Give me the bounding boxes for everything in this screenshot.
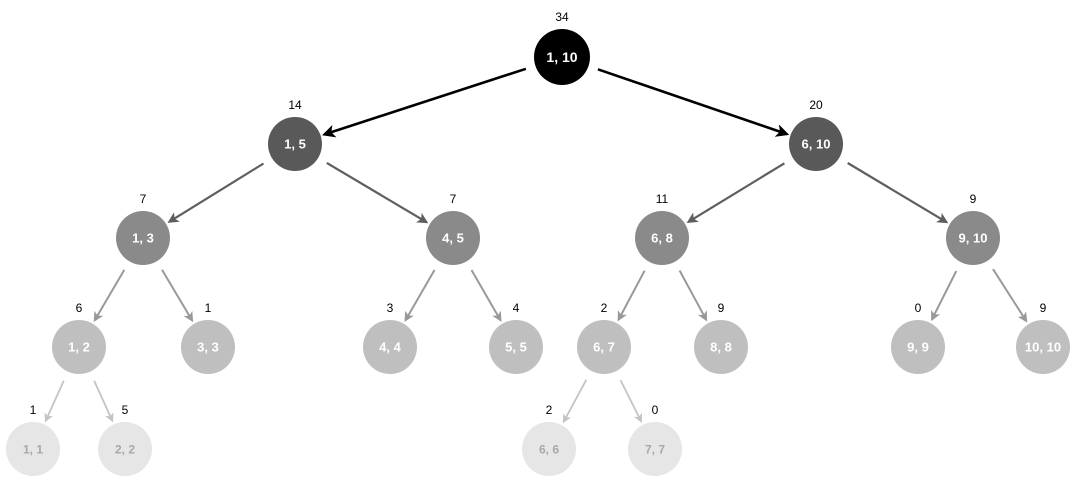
node-sum-label: 0 bbox=[915, 301, 922, 315]
node-range-label: 9, 9 bbox=[907, 340, 929, 355]
node-circle bbox=[268, 117, 322, 171]
edge-n9_10-to-n9_9 bbox=[931, 270, 958, 322]
node-sum-label: 11 bbox=[656, 192, 669, 206]
node-range-label: 6, 8 bbox=[651, 231, 673, 246]
node-range-label: 1, 3 bbox=[132, 231, 154, 246]
edge-n1_10-to-n6_10 bbox=[597, 68, 790, 137]
node-range-label: 4, 5 bbox=[442, 231, 464, 246]
tree-node-n4_4: 4, 4 3 bbox=[363, 301, 417, 374]
tree-node-n3_3: 3, 3 1 bbox=[181, 301, 235, 374]
tree-node-n6_6: 6, 6 2 bbox=[522, 403, 576, 476]
node-circle bbox=[635, 211, 689, 265]
node-range-label: 4, 4 bbox=[379, 340, 401, 355]
edge-n1_2-to-n1_1 bbox=[44, 380, 65, 423]
tree-node-n2_2: 2, 2 5 bbox=[98, 403, 152, 476]
node-sum-label: 7 bbox=[450, 192, 457, 206]
tree-node-n1_10: 1, 10 34 bbox=[534, 10, 590, 85]
node-circle bbox=[98, 422, 152, 476]
tree-node-n8_8: 8, 8 9 bbox=[694, 301, 748, 374]
node-range-label: 6, 7 bbox=[593, 340, 615, 355]
node-circle bbox=[946, 211, 1000, 265]
node-sum-label: 3 bbox=[387, 301, 394, 315]
node-sum-label: 20 bbox=[809, 98, 823, 112]
node-range-label: 8, 8 bbox=[710, 340, 732, 355]
node-sum-label: 4 bbox=[513, 301, 520, 315]
node-range-label: 1, 2 bbox=[68, 340, 90, 355]
tree-node-n6_8: 6, 8 11 bbox=[635, 192, 689, 265]
tree-node-n9_10: 9, 10 9 bbox=[946, 192, 1000, 265]
tree-node-n1_2: 1, 2 6 bbox=[52, 301, 106, 374]
node-circle bbox=[891, 320, 945, 374]
tree-node-n10_10: 10, 10 9 bbox=[1016, 301, 1070, 374]
node-circle bbox=[577, 320, 631, 374]
tree-node-n7_7: 7, 7 0 bbox=[628, 403, 682, 476]
node-range-label: 5, 5 bbox=[505, 340, 527, 355]
node-sum-label: 9 bbox=[718, 301, 725, 315]
tree-node-n6_7: 6, 7 2 bbox=[577, 301, 631, 374]
node-range-label: 1, 10 bbox=[546, 49, 577, 65]
edge-n6_10-to-n9_10 bbox=[847, 162, 949, 224]
edge-n6_8-to-n6_7 bbox=[617, 270, 646, 322]
node-sum-label: 2 bbox=[546, 403, 553, 417]
edge-n6_7-to-n7_7 bbox=[619, 379, 642, 423]
tree-node-n9_9: 9, 9 0 bbox=[891, 301, 945, 374]
node-circle bbox=[116, 211, 170, 265]
node-circle bbox=[789, 117, 843, 171]
node-circle bbox=[694, 320, 748, 374]
node-circle bbox=[181, 320, 235, 374]
tree-node-n1_1: 1, 1 1 bbox=[6, 403, 60, 476]
node-sum-label: 0 bbox=[652, 403, 659, 417]
tree-node-n6_10: 6, 10 20 bbox=[789, 98, 843, 171]
edge-n1_10-to-n1_5 bbox=[322, 67, 527, 138]
edge-n4_5-to-n4_4 bbox=[404, 269, 436, 322]
edge-n1_5-to-n1_3 bbox=[167, 162, 265, 223]
node-circle bbox=[522, 422, 576, 476]
node-circle bbox=[426, 211, 480, 265]
node-sum-label: 2 bbox=[601, 301, 608, 315]
node-range-label: 6, 6 bbox=[539, 442, 559, 456]
node-circle bbox=[6, 422, 60, 476]
node-range-label: 6, 10 bbox=[802, 137, 831, 152]
node-range-label: 2, 2 bbox=[115, 442, 135, 456]
node-circle bbox=[1016, 320, 1070, 374]
node-sum-label: 7 bbox=[140, 192, 147, 206]
edge-n9_10-to-n10_10 bbox=[992, 268, 1028, 323]
edge-n1_2-to-n2_2 bbox=[93, 380, 114, 423]
node-sum-label: 9 bbox=[1040, 301, 1047, 315]
node-circle bbox=[363, 320, 417, 374]
node-range-label: 1, 5 bbox=[284, 137, 306, 152]
node-range-label: 1, 1 bbox=[23, 442, 43, 456]
tree-edges bbox=[44, 67, 1028, 424]
tree-node-n4_5: 4, 5 7 bbox=[426, 192, 480, 265]
node-circle bbox=[628, 422, 682, 476]
node-sum-label: 9 bbox=[970, 192, 977, 206]
edge-n4_5-to-n5_5 bbox=[470, 269, 502, 322]
node-range-label: 7, 7 bbox=[645, 442, 665, 456]
tree-node-n1_5: 1, 5 14 bbox=[268, 98, 322, 171]
edge-n1_5-to-n4_5 bbox=[326, 161, 429, 224]
node-sum-label: 14 bbox=[288, 98, 302, 112]
node-sum-label: 1 bbox=[30, 403, 37, 417]
node-range-label: 10, 10 bbox=[1025, 340, 1061, 355]
tree-node-n1_3: 1, 3 7 bbox=[116, 192, 170, 265]
node-sum-label: 6 bbox=[76, 301, 83, 315]
edge-n6_7-to-n6_6 bbox=[562, 379, 588, 424]
node-circle bbox=[534, 29, 590, 85]
node-circle bbox=[489, 320, 543, 374]
edge-n1_3-to-n1_2 bbox=[93, 269, 126, 323]
node-sum-label: 1 bbox=[205, 301, 212, 315]
node-range-label: 3, 3 bbox=[197, 340, 219, 355]
tree-node-n5_5: 5, 5 4 bbox=[489, 301, 543, 374]
edge-n6_8-to-n8_8 bbox=[678, 270, 708, 322]
node-sum-label: 5 bbox=[122, 403, 129, 417]
node-sum-label: 34 bbox=[555, 10, 569, 24]
node-range-label: 9, 10 bbox=[959, 231, 988, 246]
node-circle bbox=[52, 320, 106, 374]
edge-n1_3-to-n3_3 bbox=[161, 269, 194, 323]
edge-n6_10-to-n6_8 bbox=[686, 162, 785, 223]
